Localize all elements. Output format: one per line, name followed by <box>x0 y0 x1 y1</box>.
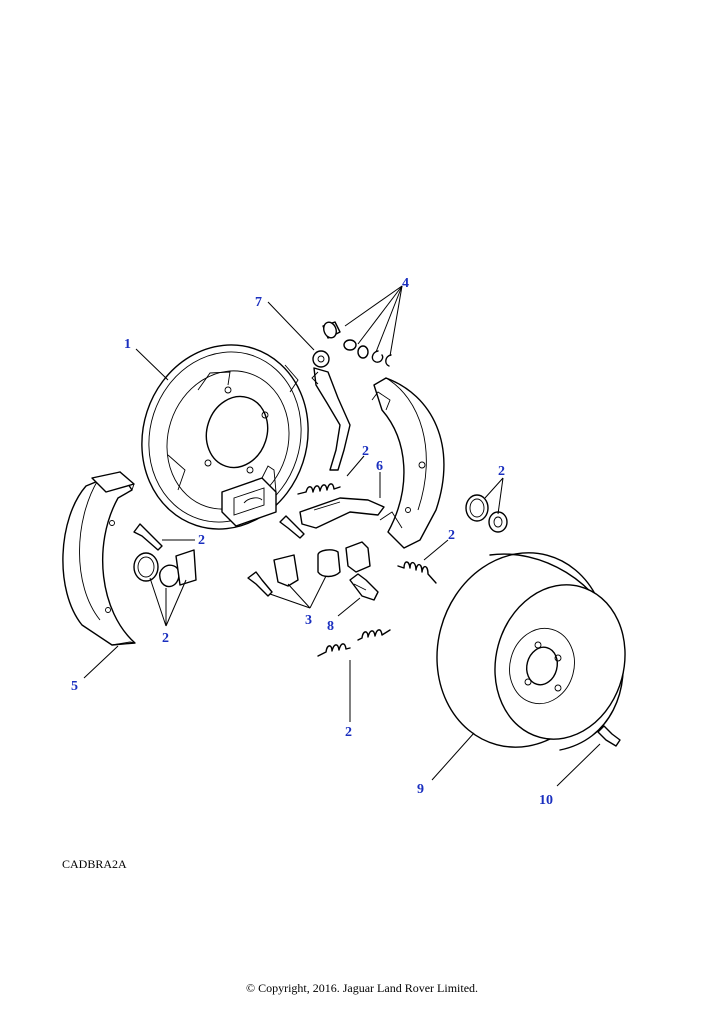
leader-lines <box>83 285 601 787</box>
return-spring-right <box>397 561 437 584</box>
callout-3: 3 <box>305 613 312 628</box>
illustration-reference-code: CADBRA2A <box>62 857 127 871</box>
hold-down-spring-left <box>133 549 197 588</box>
callout-2-pin: 2 <box>198 533 205 548</box>
callout-2-lever: 2 <box>362 444 369 459</box>
bolt <box>349 573 379 601</box>
hold-down-spring-right <box>465 494 508 533</box>
callout-2-lower-spring: 2 <box>345 725 352 740</box>
callout-2-return-spring: 2 <box>448 528 455 543</box>
clips-and-bolts <box>247 515 371 597</box>
callout-10: 10 <box>539 793 553 808</box>
brake-shoe-right <box>371 377 445 549</box>
hold-down-pin <box>133 523 163 551</box>
callout-9: 9 <box>417 782 424 797</box>
callout-2-left-spring: 2 <box>162 631 169 646</box>
callout-6: 6 <box>376 459 383 474</box>
callout-2-right-spring: 2 <box>498 464 505 479</box>
backing-plate <box>141 344 309 530</box>
drum-screw <box>597 725 621 747</box>
brake-drum <box>436 552 626 751</box>
callout-8: 8 <box>327 619 334 634</box>
callout-5: 5 <box>71 679 78 694</box>
callout-labels: 1 7 4 2 6 2 2 2 2 3 8 2 5 9 10 <box>71 276 553 808</box>
return-spring-lower <box>317 629 391 657</box>
return-spring-upper <box>297 483 341 495</box>
handbrake-lever <box>311 350 351 471</box>
adjuster-small-parts <box>322 321 392 367</box>
callout-7: 7 <box>255 295 262 310</box>
callout-4: 4 <box>402 276 409 291</box>
callout-1: 1 <box>124 337 131 352</box>
copyright-notice: © Copyright, 2016. Jaguar Land Rover Lim… <box>245 981 479 995</box>
adjuster-strut <box>299 497 385 529</box>
brake-shoe-left <box>62 471 136 646</box>
